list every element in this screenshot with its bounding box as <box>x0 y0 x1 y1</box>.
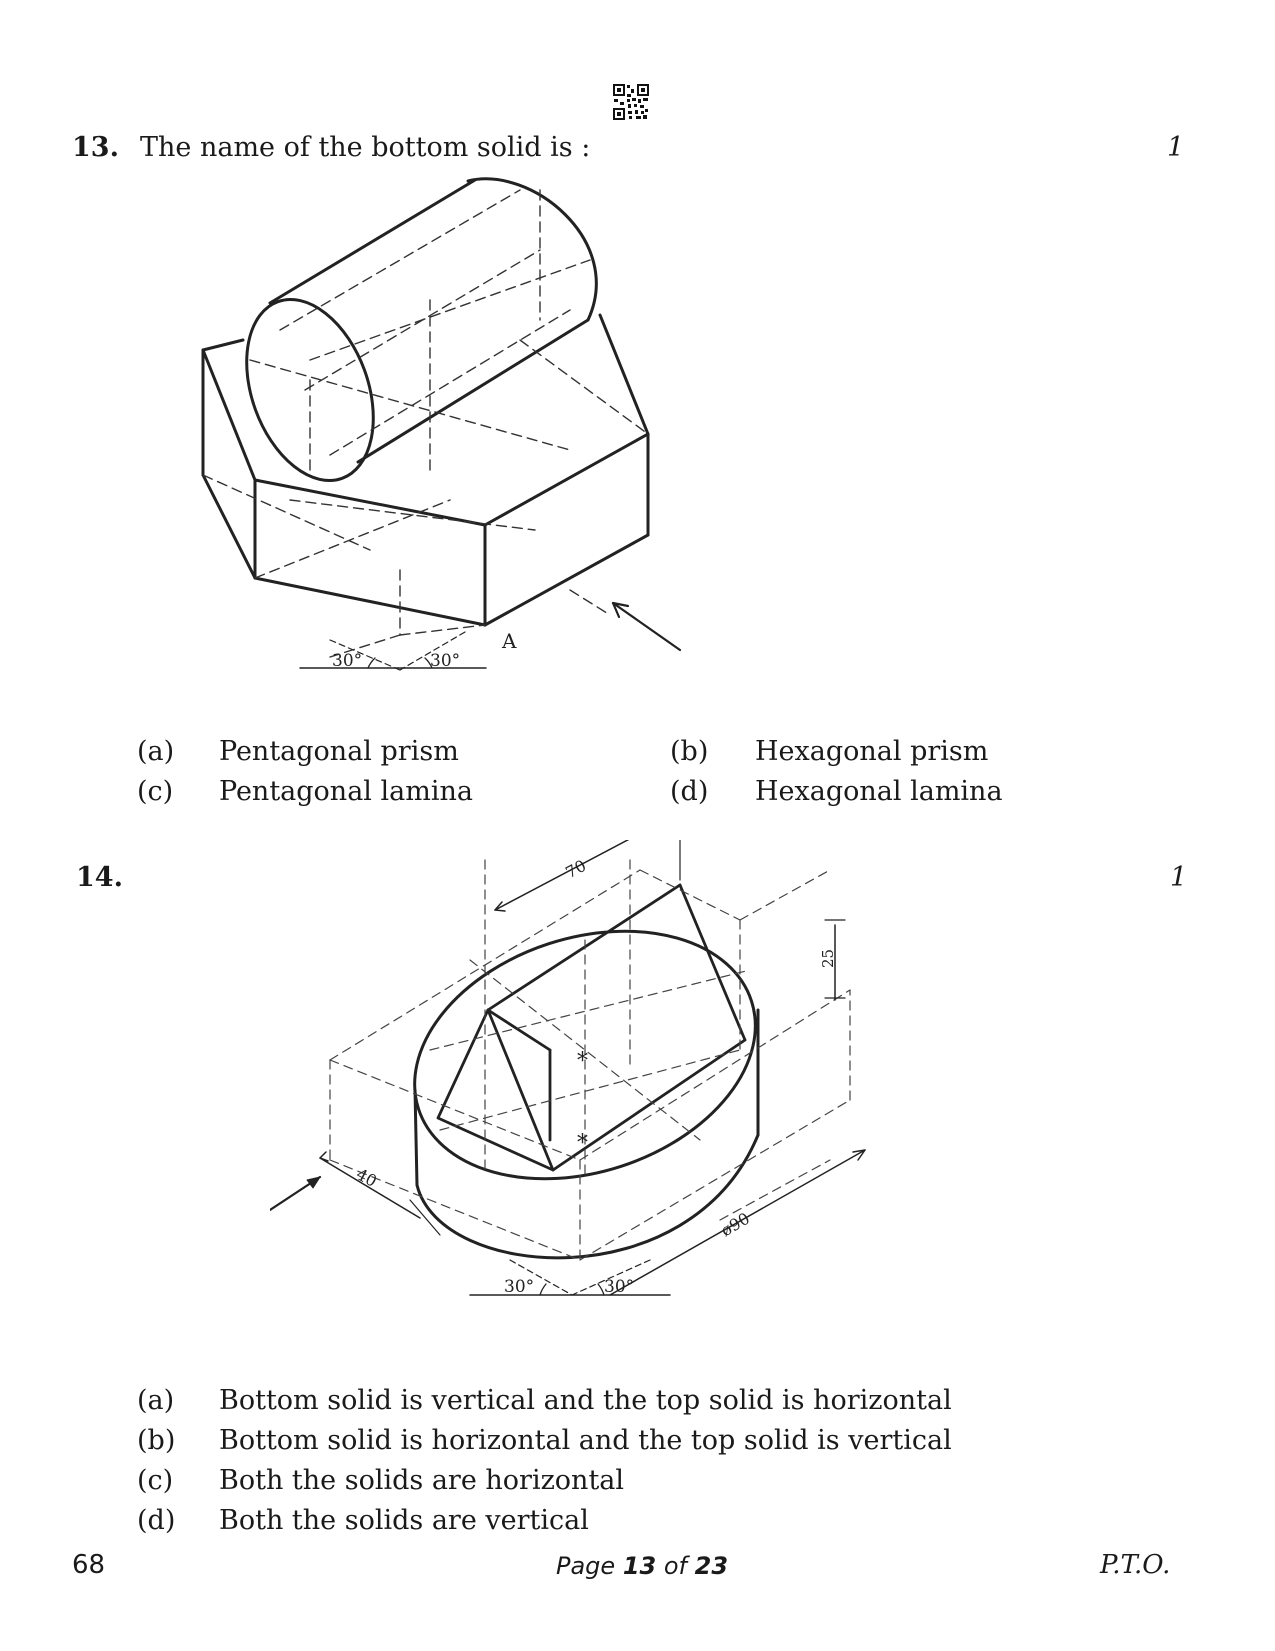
page-total: 23 <box>694 1552 729 1580</box>
q14-option-b-text: Bottom solid is horizontal and the top s… <box>219 1425 952 1456</box>
q14-option-d-text: Both the solids are vertical <box>219 1505 589 1536</box>
q14-dim-side: 40 <box>353 1165 380 1191</box>
question-13-marks: 1 <box>1167 132 1185 163</box>
pto-label: P.T.O. <box>1100 1550 1171 1580</box>
q14-center-mark-bottom: * <box>577 1131 588 1156</box>
q14-dim-length: 70 <box>562 856 589 882</box>
q13-option-d-text: Hexagonal lamina <box>755 776 1003 807</box>
q13-option-b-letter: (b) <box>670 736 709 767</box>
q14-dim-height: 25 <box>819 949 837 968</box>
q13-label-a: A <box>501 629 517 653</box>
q14-option-c-text: Both the solids are horizontal <box>219 1465 625 1496</box>
page-indicator: Page 13 of 23 <box>556 1552 728 1580</box>
question-13-text: The name of the bottom solid is : <box>140 132 591 163</box>
question-13-figure: A 30° 30° <box>201 177 682 671</box>
q13-option-d-letter: (d) <box>670 776 709 807</box>
question-14-figure: * * 70 25 40 ø90 30° 30° <box>270 840 866 1297</box>
q14-option-a-letter: (a) <box>137 1385 175 1416</box>
question-14-number: 14. <box>76 862 123 893</box>
qr-code <box>612 83 650 121</box>
q14-option-a-text: Bottom solid is vertical and the top sol… <box>219 1385 952 1416</box>
q13-option-c-text: Pentagonal lamina <box>219 776 473 807</box>
q14-angle-left: 30° <box>504 1277 534 1297</box>
page-of: of <box>663 1552 688 1580</box>
page-prefix: Page <box>556 1552 616 1580</box>
q14-option-c-letter: (c) <box>137 1465 174 1496</box>
q13-option-a-letter: (a) <box>137 736 175 767</box>
q13-option-c-letter: (c) <box>137 776 174 807</box>
q14-option-d-letter: (d) <box>137 1505 176 1536</box>
q13-angle-right: 30° <box>430 651 460 671</box>
page-current: 13 <box>622 1552 657 1580</box>
q14-option-b-letter: (b) <box>137 1425 176 1456</box>
q13-option-a-text: Pentagonal prism <box>219 736 459 767</box>
paper-code: 68 <box>72 1550 106 1580</box>
question-14-marks: 1 <box>1170 862 1188 893</box>
question-13-number: 13. <box>72 132 119 163</box>
q14-center-mark-top: * <box>577 1049 588 1074</box>
q13-option-b-text: Hexagonal prism <box>755 736 989 767</box>
q14-dim-diameter: ø90 <box>718 1209 753 1240</box>
q14-angle-right: 30° <box>604 1277 634 1297</box>
q13-angle-left: 30° <box>332 651 362 671</box>
